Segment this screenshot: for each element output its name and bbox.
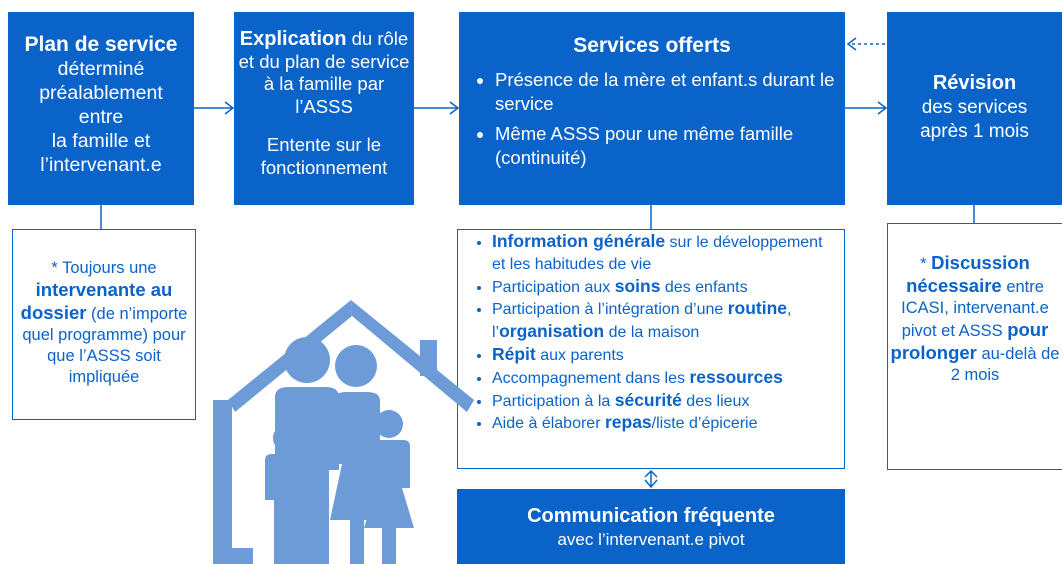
arrowhead-icon	[877, 101, 888, 115]
service-details-list: Information générale sur le développemen…	[458, 231, 840, 435]
communication-subtitle: avec l’intervenant.e pivot	[557, 530, 745, 549]
explication-title: Explication	[239, 28, 347, 50]
entente-text: Entente sur le fonctionnement	[260, 134, 388, 178]
services-item: Même ASSS pour une même famille (continu…	[495, 122, 845, 170]
service-details-box: Information générale sur le développemen…	[457, 229, 845, 469]
arrowhead-icon	[846, 37, 857, 51]
discussion-note-box: * Discussion nécessaire entre ICASI, int…	[887, 223, 1062, 470]
services-title: Services offerts	[573, 34, 731, 57]
communication-title: Communication fréquente	[527, 505, 775, 527]
intervenante-note-box: * Toujours une intervenante au dossier (…	[12, 229, 196, 420]
detail-item: Participation à la sécurité des lieux	[492, 390, 840, 413]
arrowhead-icon	[224, 101, 235, 115]
services-item: Présence de la mère et enfant.s durant l…	[495, 68, 845, 116]
detail-item: Participation aux soins des enfants	[492, 276, 840, 299]
detail-item: Participation à l’intégration d’une rout…	[492, 298, 840, 344]
detail-item: Information générale sur le développemen…	[492, 231, 840, 276]
detail-item: Aide à élaborer repas/liste d’épicerie	[492, 412, 840, 435]
communication-box: Communication fréquente avec l’intervena…	[457, 489, 845, 564]
arrowhead-icon	[644, 479, 658, 489]
revision-title: Révision	[932, 72, 1017, 94]
arrowhead-icon	[644, 469, 658, 478]
plan-line: la famille et	[51, 130, 151, 152]
revision-box: Révision des services après 1 mois	[887, 12, 1062, 205]
plan-line: préalablement	[39, 82, 163, 104]
plan-line: entre	[78, 106, 124, 128]
plan-title: Plan de service	[24, 33, 178, 56]
family-house-icon	[213, 300, 474, 564]
revision-line: après 1 mois	[920, 121, 1029, 142]
services-list: Présence de la mère et enfant.s durant l…	[459, 68, 845, 170]
detail-item: Accompagnement dans les ressources	[492, 367, 840, 390]
explication-text: Explication du rôle et du plan de servic…	[238, 28, 410, 117]
detail-item: Répit aux parents	[492, 344, 840, 367]
plan-line: l’intervenant.e	[40, 154, 162, 176]
revision-line: des services	[921, 97, 1028, 118]
services-offerts-box: Services offerts Présence de la mère et …	[459, 12, 845, 205]
explication-box: Explication du rôle et du plan de servic…	[234, 12, 414, 205]
plan-de-service-box: Plan de service déterminé préalablement …	[8, 12, 194, 205]
plan-line: déterminé	[57, 58, 145, 80]
arrowhead-icon	[449, 101, 460, 115]
